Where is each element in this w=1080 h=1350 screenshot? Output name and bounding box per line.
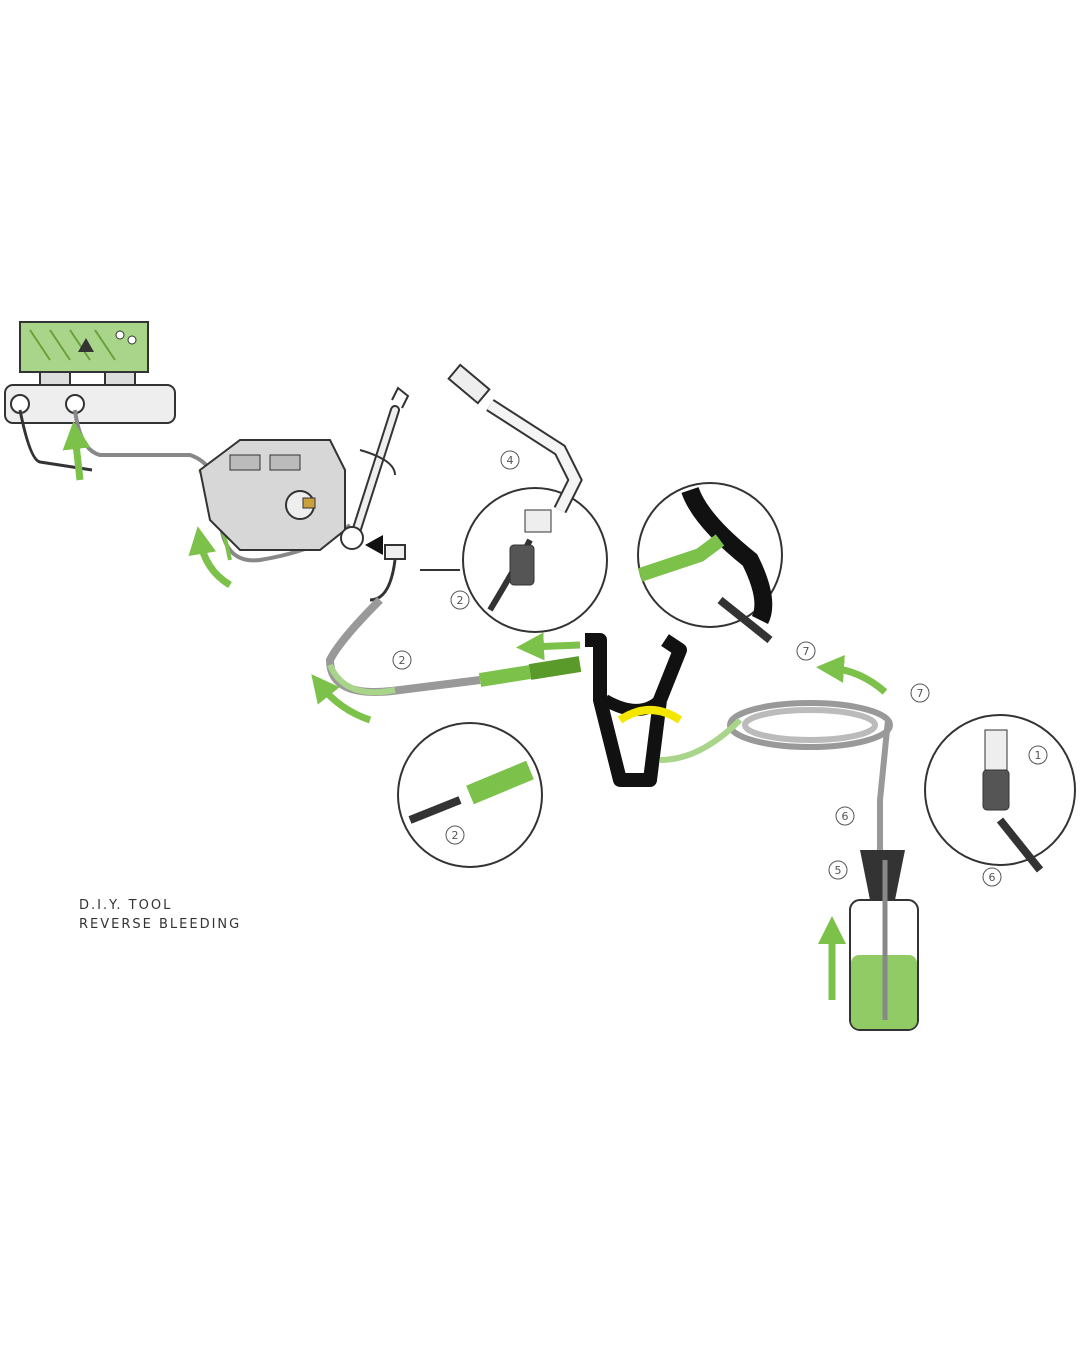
detail-circle-gun-tube bbox=[637, 482, 783, 644]
callout-7: 7 bbox=[803, 645, 810, 658]
callout-2: 2 bbox=[452, 829, 459, 842]
callout-6: 6 bbox=[842, 810, 849, 823]
hose-coil-icon bbox=[659, 700, 893, 850]
caption-line-2: REVERSE BLEEDING bbox=[79, 917, 242, 932]
brake-caliper-icon bbox=[198, 439, 346, 551]
callout-labels: 4 2 7 2 7 2 1 6 5 6 bbox=[392, 450, 1048, 887]
detail-circle-connector bbox=[924, 714, 1076, 873]
flow-arrow-icon bbox=[188, 526, 232, 589]
flow-arrow-icon bbox=[816, 654, 888, 695]
flow-arrow-icon bbox=[516, 632, 581, 661]
flow-arrow-icon bbox=[311, 674, 372, 724]
callout-2: 2 bbox=[457, 594, 464, 607]
hose-2 bbox=[325, 597, 481, 696]
callout-5: 5 bbox=[835, 864, 842, 877]
callout-7: 7 bbox=[917, 687, 924, 700]
bleeder-gun-icon[interactable] bbox=[478, 633, 687, 787]
flow-arrows bbox=[62, 421, 888, 1000]
callout-4: 4 bbox=[507, 454, 514, 467]
fluid-bottle-icon bbox=[849, 850, 919, 1031]
detail-circle-bleeder bbox=[420, 487, 608, 633]
caption-line-1: D.I.Y. TOOL bbox=[79, 898, 173, 913]
diagram-caption: D.I.Y. TOOL REVERSE BLEEDING bbox=[79, 896, 241, 934]
callout-6: 6 bbox=[989, 871, 996, 884]
master-cylinder-icon bbox=[4, 321, 176, 472]
squeeze-arrow-icon bbox=[617, 706, 683, 724]
detail-circle-gun-nozzle bbox=[397, 722, 543, 868]
bleeder-screw-upper-icon bbox=[447, 363, 583, 514]
bleeder-screw-icon bbox=[369, 544, 406, 602]
tighten-arrow-icon bbox=[365, 535, 383, 555]
callout-1: 1 bbox=[1035, 749, 1042, 762]
wrench-icon bbox=[340, 386, 410, 550]
flow-arrow-icon bbox=[62, 421, 91, 481]
callout-2: 2 bbox=[399, 654, 406, 667]
